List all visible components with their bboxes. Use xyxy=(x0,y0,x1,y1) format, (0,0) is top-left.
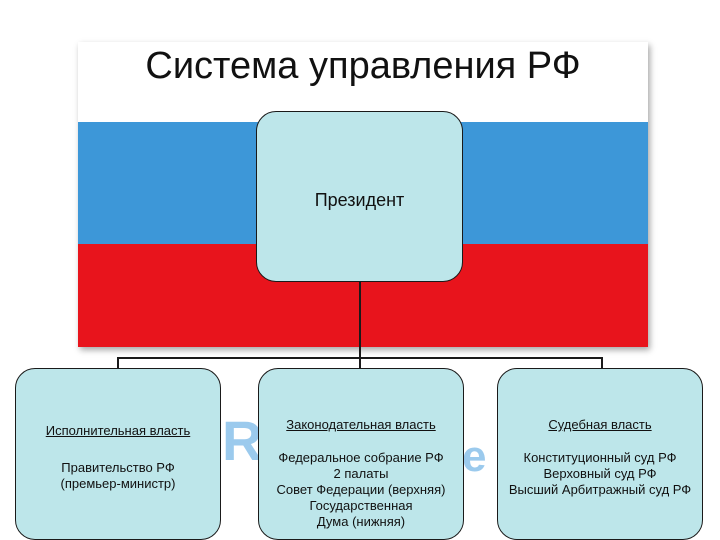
executive-heading: Исполнительная власть xyxy=(45,422,191,438)
executive-line: Правительство РФ xyxy=(61,459,175,475)
flag-white-stripe xyxy=(78,42,648,122)
judicial-heading: Судебная власть xyxy=(548,417,652,432)
connector-exec xyxy=(117,357,119,368)
slide-title: Система управления РФ xyxy=(145,45,581,87)
executive-branch-box: Исполнительная власть Правительство РФ (… xyxy=(15,368,221,540)
legislative-line: Государственная xyxy=(309,498,413,513)
judicial-branch-box: Судебная власть Конституционный суд РФ В… xyxy=(497,368,703,540)
connector-jud xyxy=(601,357,603,368)
legislative-branch-box: Законодательная власть Федеральное собра… xyxy=(258,368,464,540)
legislative-heading: Законодательная власть xyxy=(286,417,436,432)
connector-leg xyxy=(359,357,361,368)
legislative-line: Совет Федерации (верхняя) xyxy=(276,482,446,497)
judicial-line: Конституционный суд РФ xyxy=(523,450,677,465)
president-label: Президент xyxy=(314,190,405,210)
legislative-line: 2 палаты xyxy=(333,466,389,481)
connector-president-down xyxy=(359,282,361,358)
watermark-logo-tail: e xyxy=(462,432,487,481)
judicial-line: Верховный суд РФ xyxy=(543,466,657,481)
judicial-line: Высший Арбитражный суд РФ xyxy=(508,482,692,497)
legislative-line: Дума (нижняя) xyxy=(316,514,406,529)
legislative-line: Федеральное собрание РФ xyxy=(278,450,444,465)
executive-line: (премьер-министр) xyxy=(60,475,176,491)
president-box: Президент xyxy=(256,111,463,282)
